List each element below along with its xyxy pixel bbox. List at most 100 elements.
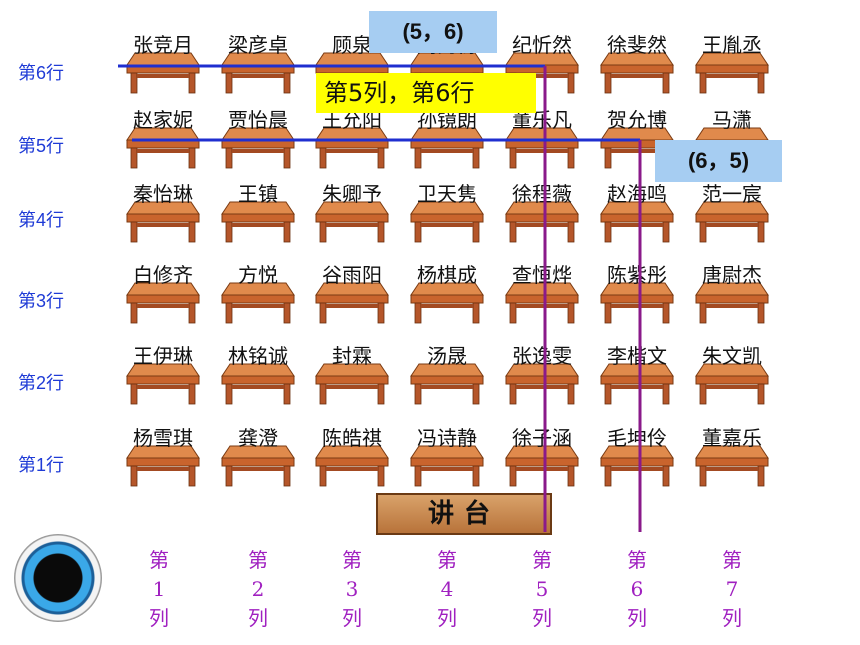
desk-icon bbox=[126, 282, 200, 324]
desk-icon bbox=[505, 201, 579, 243]
student-name: 朱文凯 bbox=[702, 344, 762, 368]
student-name: 唐尉杰 bbox=[702, 263, 762, 287]
desk-icon bbox=[505, 363, 579, 405]
student-name: 梁彦卓 bbox=[228, 33, 288, 57]
desk-icon bbox=[126, 445, 200, 487]
coordinate-label-6-5: (6，5) bbox=[655, 140, 782, 182]
podium: 讲台 bbox=[376, 493, 552, 535]
desk-icon bbox=[505, 127, 579, 169]
row-label: 第1行 bbox=[18, 455, 65, 475]
eye-icon bbox=[14, 534, 102, 622]
desk-icon bbox=[315, 445, 389, 487]
student-name: 赵家妮 bbox=[133, 108, 193, 132]
student-name: 陈紫彤 bbox=[607, 263, 667, 287]
desk-icon bbox=[315, 201, 389, 243]
student-name: 张逸雯 bbox=[512, 344, 572, 368]
student-name: 王镇 bbox=[238, 182, 278, 206]
column-label-part: 第 bbox=[627, 548, 647, 572]
student-name: 徐子涵 bbox=[512, 426, 572, 450]
student-name: 王胤丞 bbox=[702, 33, 762, 57]
column-label-part: 第 bbox=[722, 548, 742, 572]
student-name: 纪忻然 bbox=[512, 33, 572, 57]
column-label-part: 1 bbox=[152, 577, 166, 601]
column-label-part: 7 bbox=[725, 577, 739, 601]
column-label-part: 第 bbox=[248, 548, 268, 572]
desk-icon bbox=[221, 445, 295, 487]
desk-icon bbox=[221, 201, 295, 243]
desk-icon bbox=[695, 282, 769, 324]
desk-icon bbox=[126, 201, 200, 243]
row-label: 第2行 bbox=[18, 373, 65, 393]
desk-icon bbox=[221, 52, 295, 94]
column-label-part: 列 bbox=[342, 606, 362, 630]
column-label-part: 列 bbox=[248, 606, 268, 630]
desk-icon bbox=[410, 201, 484, 243]
desk-icon bbox=[600, 282, 674, 324]
column-label-part: 第 bbox=[342, 548, 362, 572]
desk-icon bbox=[315, 363, 389, 405]
student-name: 贺允博 bbox=[607, 108, 667, 132]
desk-icon bbox=[505, 445, 579, 487]
desk-icon bbox=[410, 282, 484, 324]
row-label: 第6行 bbox=[18, 63, 65, 83]
desk-icon bbox=[505, 282, 579, 324]
student-name: 谷雨阳 bbox=[322, 263, 382, 287]
column-label-part: 第 bbox=[149, 548, 169, 572]
student-name: 冯诗静 bbox=[417, 426, 477, 450]
desk-icon bbox=[600, 363, 674, 405]
student-name: 朱卿予 bbox=[322, 182, 382, 206]
student-name: 陈皓祺 bbox=[322, 426, 382, 450]
student-name: 董嘉乐 bbox=[702, 426, 762, 450]
column-label-part: 5 bbox=[535, 577, 549, 601]
student-name: 赵海鸣 bbox=[607, 182, 667, 206]
student-name: 卫天隽 bbox=[417, 182, 477, 206]
column-label-part: 列 bbox=[149, 606, 169, 630]
desk-icon bbox=[695, 445, 769, 487]
column-label-part: 第 bbox=[532, 548, 552, 572]
column-label-part: 2 bbox=[251, 577, 265, 601]
column-label-part: 第 bbox=[437, 548, 457, 572]
column-label-part: 6 bbox=[630, 577, 644, 601]
desk-icon bbox=[410, 445, 484, 487]
desk-icon bbox=[600, 127, 674, 169]
desk-icon bbox=[695, 201, 769, 243]
student-name: 毛坤伶 bbox=[607, 426, 667, 450]
column-label-part: 列 bbox=[722, 606, 742, 630]
student-name: 王伊琳 bbox=[133, 344, 193, 368]
desk-icon bbox=[221, 282, 295, 324]
student-name: 林铭诚 bbox=[228, 344, 288, 368]
student-name: 张竞月 bbox=[133, 33, 193, 57]
student-name: 徐斐然 bbox=[607, 33, 667, 57]
desk-icon bbox=[315, 127, 389, 169]
desk-icon bbox=[126, 127, 200, 169]
column-label-part: 列 bbox=[437, 606, 457, 630]
desk-icon bbox=[315, 282, 389, 324]
desk-icon bbox=[221, 363, 295, 405]
desk-icon bbox=[600, 445, 674, 487]
student-name: 杨棋成 bbox=[417, 263, 477, 287]
desk-icon bbox=[410, 363, 484, 405]
column-label-part: 列 bbox=[627, 606, 647, 630]
column-label: 第 3 列 bbox=[332, 546, 372, 633]
student-name: 贾怡晨 bbox=[228, 108, 288, 132]
desk-icon bbox=[126, 52, 200, 94]
column-label: 第 1 列 bbox=[139, 546, 179, 633]
student-name: 汤晟 bbox=[427, 344, 467, 368]
desk-icon bbox=[600, 201, 674, 243]
student-name: 李楷文 bbox=[607, 344, 667, 368]
row-label: 第5行 bbox=[18, 136, 65, 156]
desk-icon bbox=[221, 127, 295, 169]
student-name: 徐程薇 bbox=[512, 182, 572, 206]
column-label-part: 3 bbox=[345, 577, 359, 601]
student-name: 马潇 bbox=[712, 108, 752, 132]
student-name: 查恒烨 bbox=[512, 263, 572, 287]
coordinate-label-5-6: (5，6) bbox=[369, 11, 497, 53]
student-name: 白修齐 bbox=[133, 263, 193, 287]
student-name: 龚澄 bbox=[238, 426, 278, 450]
student-name: 秦怡琳 bbox=[133, 182, 193, 206]
desk-icon bbox=[126, 363, 200, 405]
student-name: 方悦 bbox=[238, 263, 278, 287]
desk-icon bbox=[695, 52, 769, 94]
column-label-part: 4 bbox=[440, 577, 454, 601]
